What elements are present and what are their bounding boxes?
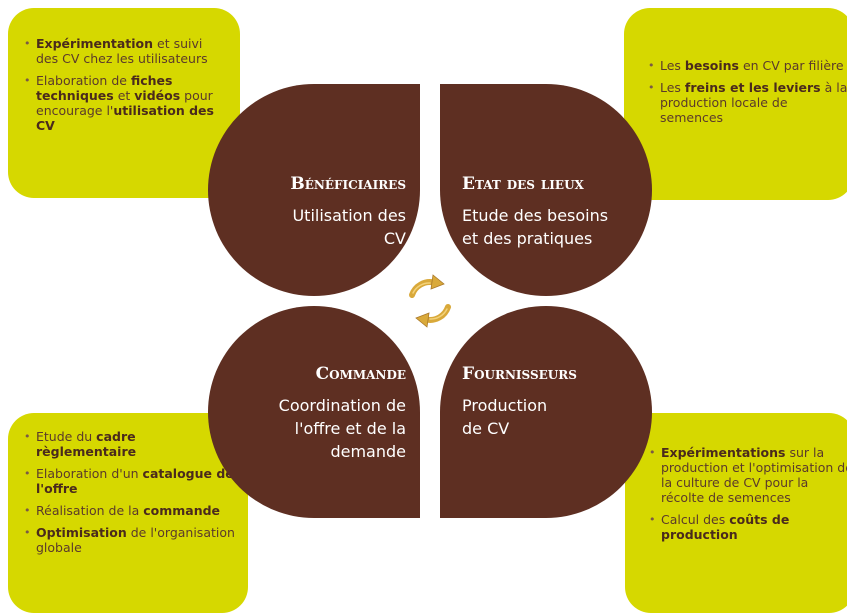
info-box-top-left: Expérimentation et suivi des CV chez les… xyxy=(8,8,240,198)
list-item: Etude du cadre règlementaire xyxy=(22,429,238,459)
list-item: Elaboration de fiches techniques et vidé… xyxy=(22,73,220,133)
petal-description: Coordination de l'offre et de la demande xyxy=(278,396,406,461)
list-item: Réalisation de la commande xyxy=(22,503,238,518)
petal-commande: Commande Coordination de l'offre et de l… xyxy=(208,306,420,518)
petal-title: Bénéficiaires xyxy=(290,174,406,194)
info-list: Les besoins en CV par filière Les freins… xyxy=(646,58,847,125)
petal-title: Etat des lieux xyxy=(462,174,584,194)
petal-fournisseurs: Fournisseurs Production de CV xyxy=(440,306,652,518)
info-list: Expérimentation et suivi des CV chez les… xyxy=(22,36,220,133)
list-item: Calcul des coûts de production xyxy=(647,512,847,542)
list-item: Expérimentations sur la production et l'… xyxy=(647,445,847,505)
petal-description: Etude des besoins et des pratiques xyxy=(462,206,609,248)
list-item: Les freins et les leviers à la productio… xyxy=(646,80,847,125)
cycle-arrows-icon xyxy=(409,274,451,328)
info-list: Etude du cadre règlementaire Elaboration… xyxy=(22,429,238,555)
list-item: Elaboration d'un catalogue de l'offre xyxy=(22,466,238,496)
petal-description: Utilisation des CV xyxy=(292,206,406,248)
list-item: Expérimentation et suivi des CV chez les… xyxy=(22,36,220,66)
list-item: Les besoins en CV par filière xyxy=(646,58,847,73)
petal-title: Commande xyxy=(315,364,406,384)
info-box-bottom-left: Etude du cadre règlementaire Elaboration… xyxy=(8,413,248,613)
info-box-top-right: Les besoins en CV par filière Les freins… xyxy=(624,8,847,200)
list-item: Optimisation de l'organisation globale xyxy=(22,525,238,555)
petal-description: Production de CV xyxy=(462,396,548,438)
petal-title: Fournisseurs xyxy=(462,364,577,384)
petal-etat-des-lieux: Etat des lieux Etude des besoins et des … xyxy=(440,84,652,296)
info-list: Expérimentations sur la production et l'… xyxy=(647,445,847,542)
info-box-bottom-right: Expérimentations sur la production et l'… xyxy=(625,413,847,613)
petal-beneficiaires: Bénéficiaires Utilisation des CV xyxy=(208,84,420,296)
